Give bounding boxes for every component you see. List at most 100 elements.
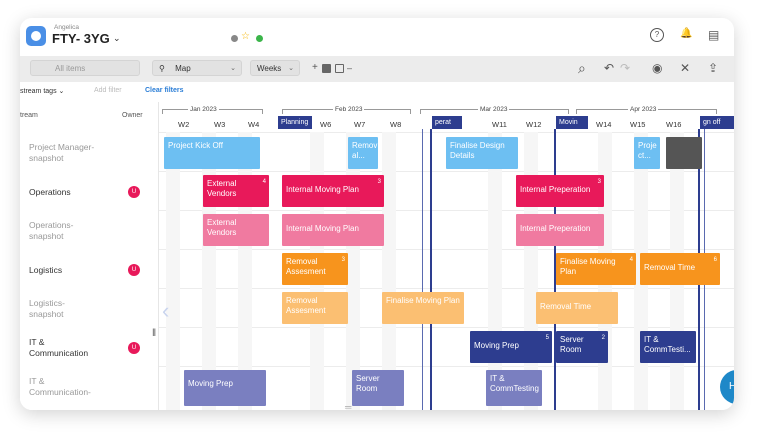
week-label: W16 xyxy=(666,120,682,129)
avatar[interactable]: U xyxy=(128,264,140,276)
task-internal-moving-plan[interactable]: Internal Moving Plan 3 xyxy=(282,175,384,207)
task-external-vendors[interactable]: External Vendors 4 xyxy=(203,175,269,207)
row-label-line: Project Manager- xyxy=(29,142,95,152)
task-it-commtesting[interactable]: IT & CommTesti... xyxy=(640,331,696,363)
bottom-resize-handle-icon[interactable]: ═ xyxy=(345,402,352,410)
chevron-left-icon[interactable]: ‹ xyxy=(162,298,170,323)
row-label-logistics-snapshot[interactable]: Logistics- snapshot xyxy=(29,298,65,320)
task-dark-block[interactable] xyxy=(666,137,702,169)
calendar-range-icon[interactable] xyxy=(335,64,344,73)
milestone-operations[interactable]: perat xyxy=(432,116,462,129)
owner-column-header: Owner xyxy=(122,112,143,119)
week-label: W8 xyxy=(390,120,402,129)
month-bracket xyxy=(282,109,283,114)
task-external-vendors-snapshot[interactable]: External Vendors xyxy=(203,214,269,246)
task-removal-time-snapshot[interactable]: Removal Time xyxy=(536,292,618,324)
calendar-icon[interactable] xyxy=(322,64,331,73)
eye-icon[interactable]: ◉ xyxy=(652,61,663,75)
avatar[interactable]: U xyxy=(128,342,140,354)
task-count-badge: 3 xyxy=(377,179,381,185)
search-icon[interactable]: ⌕ xyxy=(578,60,586,76)
task-count-badge: 5 xyxy=(545,335,549,341)
app-logo-icon[interactable] xyxy=(26,26,46,46)
bell-icon[interactable]: 🔔 xyxy=(680,28,693,39)
task-project-snapshot[interactable]: Proje ct... xyxy=(634,137,660,169)
task-it-commtesting-snapshot[interactable]: IT & CommTesting xyxy=(486,370,542,406)
stream-tags-filter[interactable]: stream tags ⌄ xyxy=(20,88,65,95)
milestone-sign-off[interactable]: gn off xyxy=(700,116,734,129)
timeline: Jan 2023 Feb 2023 Mar 2023 Apr 2023 W2 W… xyxy=(158,102,734,410)
month-bracket xyxy=(420,109,421,114)
tools-icon[interactable]: ✕ xyxy=(680,61,691,75)
task-finalise-design[interactable]: Finalise Design Details xyxy=(446,137,518,169)
timeline-stripe xyxy=(346,132,360,410)
task-server-room[interactable]: Server Room 2 xyxy=(556,331,608,363)
help-chat-bubble[interactable]: H xyxy=(720,370,734,404)
month-label: Apr 2023 xyxy=(628,106,659,113)
task-server-room-snapshot[interactable]: Server Room xyxy=(352,370,404,406)
row-label-pm-snapshot[interactable]: Project Manager- snapshot xyxy=(29,142,94,164)
month-bracket xyxy=(162,109,163,114)
task-removal-snapshot[interactable]: Remov al... xyxy=(348,137,378,169)
row-label-it-communication-snapshot[interactable]: IT & Communication- xyxy=(29,376,91,398)
task-moving-prep[interactable]: Moving Prep 5 xyxy=(470,331,552,363)
task-count-badge: 3 xyxy=(597,179,601,185)
row-label-line: Operations xyxy=(29,187,71,197)
task-removal-assesment[interactable]: Removal Assesment 3 xyxy=(282,253,348,285)
chevron-down-icon[interactable]: ⌄ xyxy=(113,33,121,43)
timeline-stripe xyxy=(166,132,180,410)
task-internal-preperation[interactable]: Internal Preperation 3 xyxy=(516,175,604,207)
share-icon[interactable]: ⇪ xyxy=(708,61,719,75)
task-finalise-moving-plan[interactable]: Finalise Moving Plan 4 xyxy=(556,253,636,285)
view-select[interactable]: ⚲ Map ⌄ xyxy=(152,60,242,76)
add-icon[interactable]: + xyxy=(312,62,318,73)
view-select-value: Map xyxy=(175,64,191,73)
timeline-stripe xyxy=(238,132,252,410)
redo-icon[interactable]: ↷ xyxy=(620,61,631,75)
task-internal-moving-plan-snapshot[interactable]: Internal Moving Plan xyxy=(282,214,384,246)
star-icon[interactable]: ☆ xyxy=(241,31,250,42)
row-label-line: snapshot xyxy=(29,153,64,163)
timeline-stripe xyxy=(202,132,216,410)
task-finalise-moving-plan-snapshot[interactable]: Finalise Moving Plan xyxy=(382,292,464,324)
row-label-operations-snapshot[interactable]: Operations- snapshot xyxy=(29,220,73,242)
row-label-line: snapshot xyxy=(29,231,64,241)
month-bracket xyxy=(262,109,263,114)
milestone-line xyxy=(430,129,432,410)
clear-filters-button[interactable]: Clear filters xyxy=(145,87,184,94)
task-internal-preperation-snapshot[interactable]: Internal Preperation xyxy=(516,214,604,246)
task-label: Moving Prep xyxy=(474,341,519,350)
task-label: Internal Moving Plan xyxy=(286,185,359,194)
row-label-it-communication[interactable]: IT & Communication xyxy=(29,337,88,359)
week-label: W2 xyxy=(178,120,190,129)
filter-bar: stream tags ⌄ Add filter Clear filters xyxy=(20,82,734,102)
timeline-stripe xyxy=(488,132,502,410)
task-moving-prep-snapshot[interactable]: Moving Prep xyxy=(184,370,266,406)
project-title[interactable]: FTY- 3YG xyxy=(52,31,110,46)
row-divider xyxy=(20,171,734,172)
milestone-moving[interactable]: Movin xyxy=(556,116,588,129)
task-removal-assesment-snapshot[interactable]: Removal Assesment xyxy=(282,292,348,324)
map-icon: ⚲ xyxy=(159,64,165,73)
undo-icon[interactable]: ↶ xyxy=(604,61,615,75)
row-label-logistics[interactable]: Logistics xyxy=(29,265,62,276)
resize-handle-icon[interactable]: ‖ xyxy=(152,328,157,339)
items-select-value: All items xyxy=(55,64,86,73)
add-filter-button[interactable]: Add filter xyxy=(94,87,122,94)
stream-column-header: tream xyxy=(20,112,38,119)
row-label-line: Operations- xyxy=(29,220,74,230)
week-label: W6 xyxy=(320,120,332,129)
row-label-operations[interactable]: Operations xyxy=(29,187,71,198)
chat-icon[interactable]: ▤ xyxy=(708,28,720,42)
task-label: Removal Assesment xyxy=(286,257,326,276)
milestone-planning[interactable]: Planning xyxy=(278,116,312,129)
task-removal-time[interactable]: Removal Time 6 xyxy=(640,253,720,285)
zoom-select[interactable]: Weeks ⌄ xyxy=(250,60,300,76)
avatar[interactable]: U xyxy=(128,186,140,198)
minus-icon[interactable]: – xyxy=(347,63,353,73)
items-select[interactable]: All items xyxy=(30,60,140,76)
task-project-kick-off[interactable]: Project Kick Off xyxy=(164,137,260,169)
help-icon[interactable]: ? xyxy=(650,28,664,42)
task-label: External Vendors xyxy=(207,179,237,198)
info-dot-icon[interactable] xyxy=(231,35,238,42)
